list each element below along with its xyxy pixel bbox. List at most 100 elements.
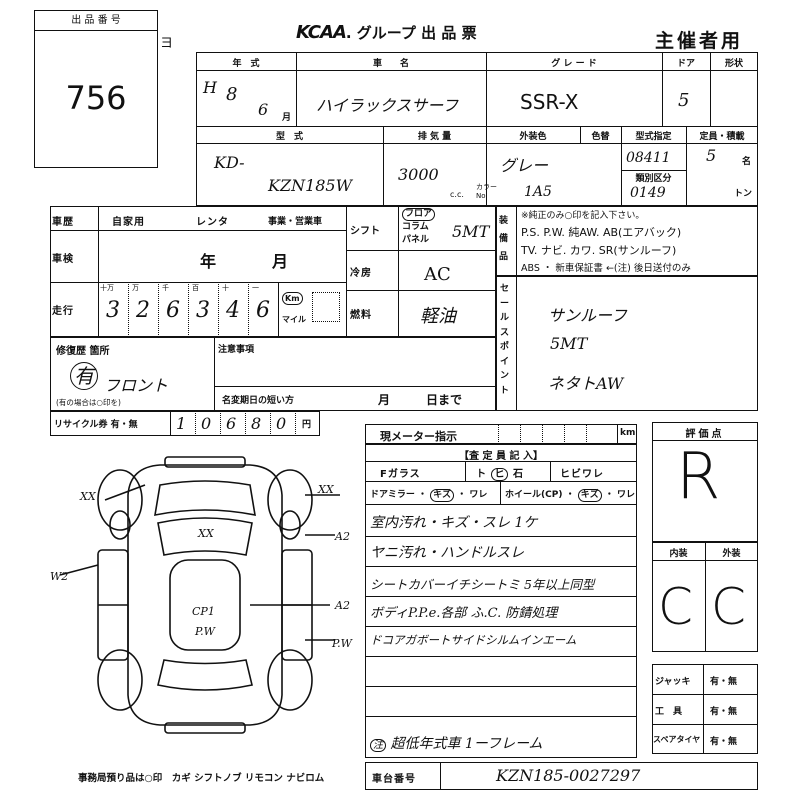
chassis-box	[365, 762, 758, 790]
mileage-digit: 6	[166, 298, 180, 323]
exterior-label: 外装	[722, 549, 741, 559]
type-cert-label: 型式指定	[635, 132, 672, 142]
mileage-digit: 2	[136, 298, 150, 323]
equipment-line2[interactable]: TV. ナビ. カワ. SR(サンルーフ)	[521, 244, 677, 257]
due-label: 名変期日の短い方	[222, 396, 295, 406]
color-no: 1A5	[524, 184, 552, 200]
recycle-label: リサイクル券 有・無	[54, 420, 138, 430]
shift-opt-panel[interactable]: パネル	[402, 235, 430, 245]
sales-point-line: ネタトAW	[548, 374, 624, 393]
inspection-month-unit: 月	[272, 252, 289, 271]
keys-note: 事務局預り品は○印 カギ シフトノブ リモコン ナビロム	[78, 773, 325, 784]
year-era: H	[203, 78, 217, 97]
lot-number: 756	[65, 79, 127, 117]
damage-mark: XX	[197, 527, 215, 540]
repair-value-text: フロント	[104, 376, 169, 395]
glass-label: Fガラス	[380, 469, 421, 480]
chassis-label: 車台番号	[372, 774, 416, 785]
recycle-digit: 6	[226, 414, 237, 433]
mileage-digit: 6	[256, 298, 270, 323]
load-unit: トン	[734, 189, 753, 199]
shift-opt-column[interactable]: コラム	[402, 222, 429, 232]
equipment-note: ※純正のみ○印を記入下さい。	[521, 211, 645, 221]
inspection-year-unit: 年	[200, 252, 217, 271]
inspection-line: 室内汚れ・キズ・スレ 1ケ	[370, 515, 538, 531]
year-value: 8	[226, 84, 238, 105]
damage-mark: P.W	[194, 625, 217, 638]
damage-mark: A2	[334, 599, 350, 612]
meter-unit: km	[620, 428, 636, 438]
digit-header: 千	[162, 284, 169, 292]
equipment-label: 装備品	[499, 216, 509, 262]
month-value: 6	[258, 100, 269, 119]
history-opt-private[interactable]: 自家用	[112, 217, 145, 228]
org-title: . グループ 出 品 票	[345, 24, 477, 42]
glass-opt[interactable]: ト ヒ 石	[476, 468, 524, 481]
capacity-value: 5	[706, 146, 717, 165]
repair-box	[50, 337, 496, 411]
score-label: 評価点	[685, 429, 725, 440]
class-no: 0149	[630, 185, 666, 201]
inspector-header: 【査 定 員 記 入】	[459, 451, 543, 462]
wheel-row[interactable]: ホイール(CP) ・ キズ ・ ワレ	[505, 489, 636, 502]
digit-header: 十	[222, 284, 229, 292]
shift-label: シフト	[350, 226, 380, 237]
shift-options: フロア コラム パネル	[402, 208, 436, 247]
recycle-digit: 0	[276, 414, 287, 433]
mirror-row[interactable]: ドアミラー ・ キズ ・ ワレ	[370, 489, 488, 502]
inspection-footnote: 注 超低年式車 1ーフレーム	[370, 733, 543, 753]
repair-value-circle[interactable]: 有	[70, 362, 98, 390]
score-value: R	[676, 440, 721, 514]
glass-crack-opt[interactable]: ヒビワレ	[560, 469, 604, 480]
meter-box	[365, 424, 637, 444]
meter-label: 現メーター指示	[380, 430, 457, 443]
exterior-grade: C	[711, 578, 746, 636]
type-cert: 08411	[626, 150, 671, 166]
equipment-line1[interactable]: P.S. P.W. 純AW. AB(エアバック)	[521, 226, 682, 239]
inspection-label: 車検	[52, 254, 74, 265]
displacement-unit: c.c.	[450, 190, 464, 199]
equipment-line3[interactable]: ABS ・ 新車保証書 ←(注) 後日送付のみ	[521, 263, 691, 274]
fuel-label: 燃料	[350, 310, 372, 321]
doors-label: ドア	[676, 59, 695, 69]
damage-mark: CP1	[192, 605, 215, 618]
jack-label: ジャッキ	[655, 677, 691, 687]
damage-mark: XX	[79, 490, 97, 503]
damage-mark: W2	[50, 570, 68, 583]
spare-label: スペアタイヤ	[653, 735, 701, 744]
history-table	[50, 206, 496, 337]
color-change-label: 色替	[591, 132, 610, 142]
mileage-digit: 3	[106, 298, 120, 323]
mile-label[interactable]: マイル	[282, 315, 306, 324]
shape-label: 形状	[724, 59, 743, 69]
sales-point-line: サンルーフ	[548, 306, 628, 325]
recycle-box	[50, 411, 320, 436]
repair-note: (有の場合は○印を)	[56, 398, 121, 407]
shift-opt-floor[interactable]: フロア	[402, 208, 436, 221]
color-no-label: カラーNo.	[476, 183, 497, 200]
recycle-digit: 8	[251, 414, 262, 433]
digit-header: 一	[252, 284, 259, 292]
digit-header: 十万	[100, 284, 114, 292]
equipment-box	[496, 206, 758, 276]
inspector-box	[365, 444, 637, 758]
yo-mark: ヨ	[160, 36, 174, 51]
ac-value: AC	[424, 264, 451, 285]
history-opt-rental[interactable]: レンタ	[196, 217, 229, 228]
grade-label: グ レ ー ド	[551, 59, 597, 69]
mileage-digit: 4	[226, 298, 240, 323]
score-box	[652, 422, 758, 542]
damage-mark: P.W	[331, 637, 354, 650]
ac-label: 冷房	[350, 268, 372, 279]
jack-opts[interactable]: 有・無	[710, 677, 738, 687]
digit-header: 百	[192, 284, 199, 292]
history-opt-business[interactable]: 事業・営業車	[268, 217, 323, 227]
chassis-number: KZN185-0027297	[496, 766, 641, 785]
km-label[interactable]: Km	[282, 292, 303, 305]
interior-grade: C	[658, 578, 693, 636]
car-damage-diagram[interactable]: XX XX XX CP1 P.W A2 A2 P.W W2	[50, 455, 370, 735]
month-unit: 月	[282, 113, 292, 123]
tools-opts[interactable]: 有・無	[710, 707, 738, 717]
spare-opts[interactable]: 有・無	[710, 737, 738, 747]
sales-point-line: 5MT	[550, 334, 588, 353]
